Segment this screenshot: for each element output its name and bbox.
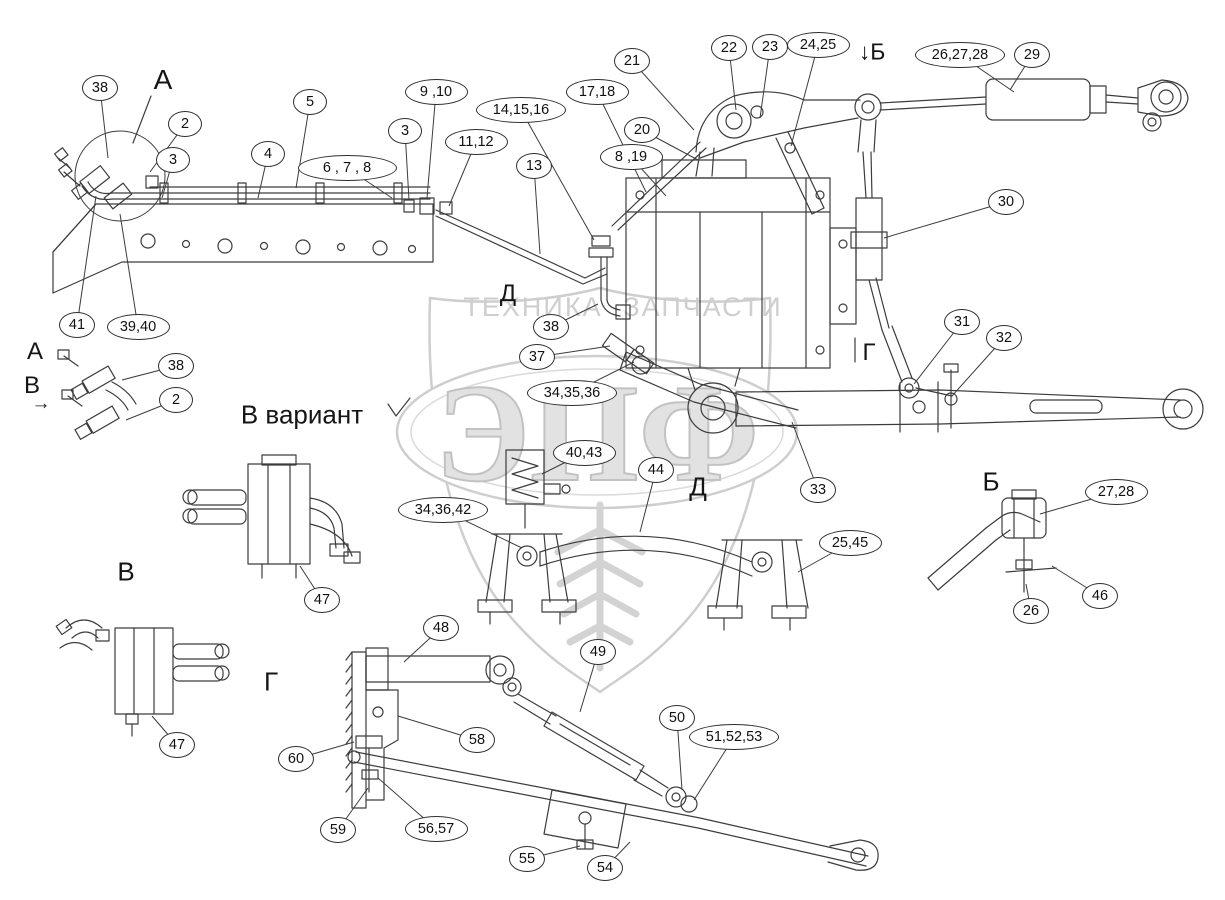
leader-line xyxy=(631,60,695,131)
callout-leader-lines xyxy=(76,44,1117,869)
part-callout-34-35-36: 34,35,36 xyxy=(527,380,617,406)
part-callout-25-45: 25,45 xyxy=(818,530,882,556)
part-callout-49: 49 xyxy=(580,639,616,665)
section-label-11: Г xyxy=(263,666,279,697)
part-callout-4: 4 xyxy=(251,141,285,167)
part-callout-50: 50 xyxy=(659,705,695,731)
part-callout-34-36-42: 34,36,42 xyxy=(398,497,488,523)
part-callout-3: 3 xyxy=(156,147,190,173)
part-callout-30: 30 xyxy=(988,189,1024,215)
part-callout-2: 2 xyxy=(159,387,193,413)
part-callout-33: 33 xyxy=(800,477,836,503)
part-callout-38: 38 xyxy=(158,353,194,379)
part-callout-54: 54 xyxy=(587,855,623,881)
part-callout-37: 37 xyxy=(519,344,555,370)
part-callout-20: 20 xyxy=(624,117,660,143)
part-callout-23: 23 xyxy=(752,34,788,60)
section-label-1: ↓Б xyxy=(858,38,886,65)
part-callout-13: 13 xyxy=(516,153,552,179)
section-label-3: В xyxy=(23,372,41,399)
part-callout-3: 3 xyxy=(388,118,422,144)
section-label-6: Д xyxy=(499,280,517,307)
section-label-10: В xyxy=(117,556,135,587)
section-label-5: В вариант xyxy=(240,399,364,430)
part-callout-51-52-53: 51,52,53 xyxy=(689,724,779,750)
part-callout-39-40: 39,40 xyxy=(106,314,170,340)
section-label-9: Б xyxy=(982,466,1000,497)
part-callout-41: 41 xyxy=(59,312,95,338)
part-callout-14-15-16: 14,15,16 xyxy=(476,97,566,123)
leader-line xyxy=(533,165,541,255)
machine-line-art xyxy=(52,78,1204,871)
part-callout-59: 59 xyxy=(320,817,356,843)
part-callout-55: 55 xyxy=(509,846,545,872)
part-callout-32: 32 xyxy=(986,325,1022,351)
part-callout-56-57: 56,57 xyxy=(404,816,468,842)
watermark-shield xyxy=(428,286,772,694)
part-callout-47: 47 xyxy=(304,587,340,613)
section-label-0: А xyxy=(153,64,173,95)
part-callout-31: 31 xyxy=(944,309,980,335)
part-callout-11-12: 11,12 xyxy=(444,129,508,155)
part-callout-2: 2 xyxy=(168,111,202,137)
part-callout-6-7-8: 6 , 7 , 8 xyxy=(297,155,397,181)
part-callout-48: 48 xyxy=(423,615,459,641)
part-callout-21: 21 xyxy=(614,48,650,74)
section-label-8: Д xyxy=(689,471,707,502)
part-callout-29: 29 xyxy=(1014,42,1050,68)
part-callout-24-25: 24,25 xyxy=(786,32,850,58)
section-label-2: А xyxy=(26,338,44,365)
part-callout-26-27-28: 26,27,28 xyxy=(915,42,1005,68)
part-callout-17-18: 17,18 xyxy=(565,79,629,105)
part-callout-38: 38 xyxy=(82,75,118,101)
part-callout-27-28: 27,28 xyxy=(1084,479,1148,505)
part-callout-40-43: 40,43 xyxy=(552,440,616,466)
part-callout-8-19: 8 ,19 xyxy=(599,144,663,170)
leader-line xyxy=(790,44,819,147)
part-callout-5: 5 xyxy=(293,89,327,115)
watermark-text-left: ТЕХНИКА xyxy=(463,292,602,322)
part-callout-60: 60 xyxy=(278,746,314,772)
part-callout-26: 26 xyxy=(1013,598,1049,624)
part-callout-47: 47 xyxy=(159,732,195,758)
part-callout-44: 44 xyxy=(638,457,674,483)
part-callout-38: 38 xyxy=(533,314,569,340)
part-callout-46: 46 xyxy=(1082,583,1118,609)
part-callout-22: 22 xyxy=(711,35,747,61)
leader-line xyxy=(596,91,647,193)
leader-line xyxy=(426,91,437,199)
leader-line xyxy=(295,101,311,189)
section-label-4: → xyxy=(31,393,51,414)
part-callout-9-10: 9 ,10 xyxy=(404,79,468,105)
leader-line xyxy=(520,109,595,241)
section-label-7: Г xyxy=(862,339,876,366)
leader-line xyxy=(119,213,139,328)
watermark-brand: ЭПФ xyxy=(435,356,759,511)
leader-line xyxy=(76,195,97,326)
leader-line xyxy=(883,201,1007,239)
part-callout-58: 58 xyxy=(459,727,495,753)
